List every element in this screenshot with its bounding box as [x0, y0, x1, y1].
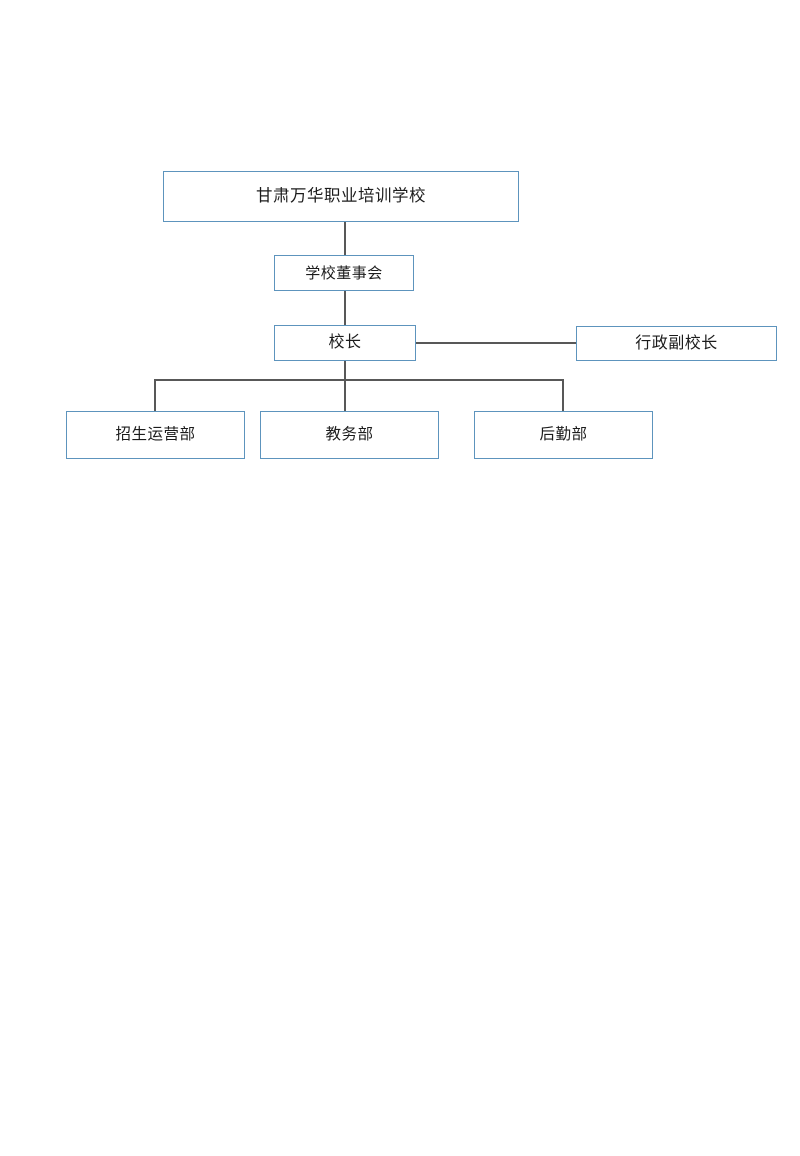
node-academic-department-label: 教务部	[325, 426, 374, 444]
node-logistics-department[interactable]: 后勤部	[474, 411, 653, 459]
connector-leg-admission	[154, 379, 156, 413]
connector-principal-to-departments	[344, 361, 346, 413]
node-admission-department[interactable]: 招生运营部	[66, 411, 245, 459]
node-academic-department[interactable]: 教务部	[260, 411, 439, 459]
connector-leg-logistics	[562, 379, 564, 413]
connector-root-to-board	[344, 222, 346, 256]
node-logistics-department-label: 后勤部	[539, 426, 588, 444]
node-principal[interactable]: 校长	[274, 325, 416, 361]
node-vice-principal-label: 行政副校长	[635, 334, 718, 352]
connector-board-to-principal	[344, 291, 346, 326]
connector-principal-to-vice	[415, 342, 577, 344]
connector-department-bus	[154, 379, 564, 381]
node-board-of-directors-label: 学校董事会	[305, 264, 383, 282]
node-vice-principal[interactable]: 行政副校长	[576, 326, 777, 361]
node-board-of-directors[interactable]: 学校董事会	[274, 255, 414, 291]
node-school-label: 甘肃万华职业培训学校	[256, 187, 426, 206]
node-school[interactable]: 甘肃万华职业培训学校	[163, 171, 519, 222]
node-principal-label: 校长	[328, 334, 362, 351]
node-admission-department-label: 招生运营部	[115, 426, 196, 444]
